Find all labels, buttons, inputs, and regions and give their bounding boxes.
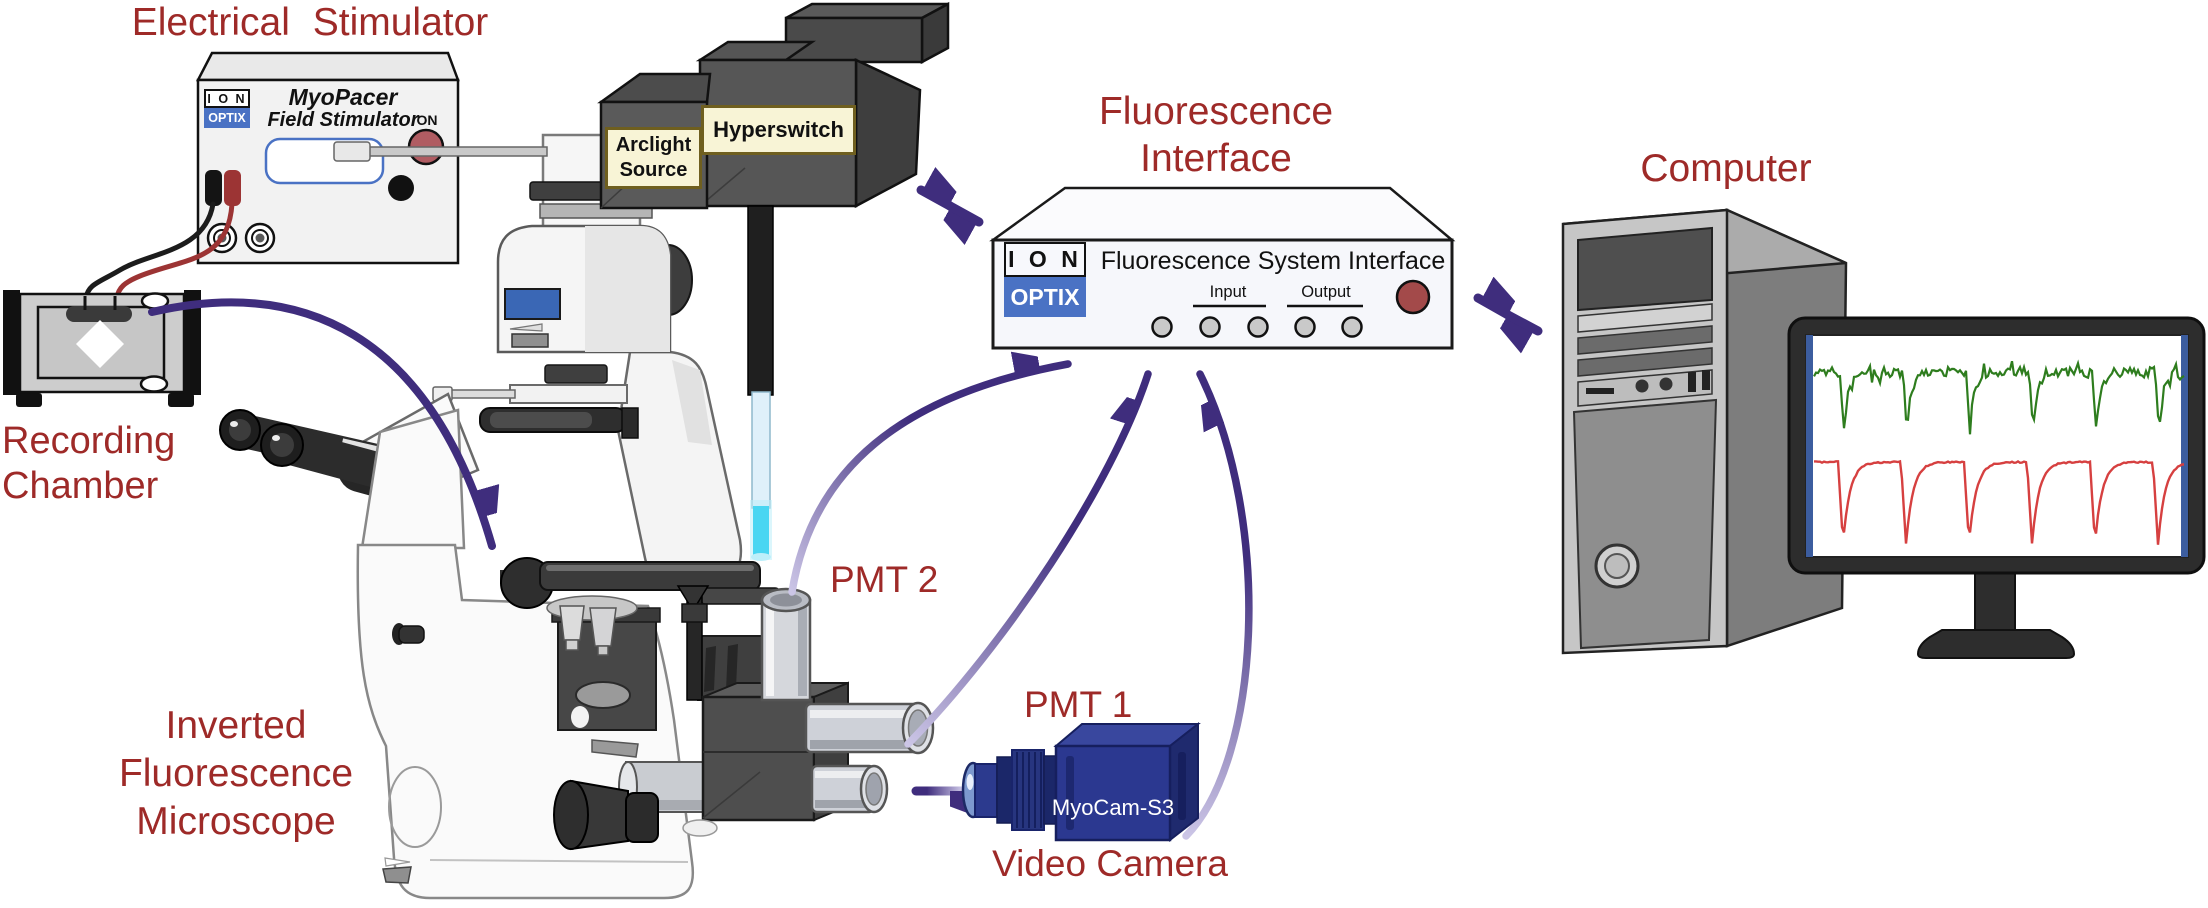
eyepiece-cups	[219, 409, 304, 467]
label-pmt2: PMT 2	[830, 559, 939, 600]
arrow-hyperswitch-interface	[916, 190, 984, 222]
stimulator-ion-logo: I O N	[204, 89, 250, 108]
pmt-turret-box	[701, 695, 816, 822]
fluorescence-trace	[1813, 359, 2185, 435]
arclight-source-tag: Arclight Source	[605, 127, 702, 189]
stimulator-subtitle: Field Stimulator	[267, 109, 419, 131]
title-computer: Computer	[1640, 147, 1812, 190]
stimulator-on-label: ON	[416, 112, 438, 128]
pmt1-port-tube	[804, 701, 935, 755]
camera-focus-ring[interactable]	[1011, 749, 1045, 831]
label-inverted-microscope: Inverted Fluorescence Microscope	[118, 704, 354, 843]
monitor-traces	[1813, 359, 2185, 545]
interface-optix-logo: OPTIX	[1004, 277, 1086, 317]
camera-model-label: MyoCam-S3	[1051, 795, 1175, 820]
stimulator-model: MyoPacer	[288, 84, 398, 110]
signal-arrows	[148, 190, 1543, 840]
interface-panel-title: Fluorescence System Interface	[1100, 247, 1446, 275]
stimulator-black-button[interactable]	[388, 175, 414, 201]
arrow-chamber-to-microscope	[148, 298, 492, 550]
camera-port-tube	[810, 764, 889, 814]
objectives	[559, 605, 617, 656]
focus-knob[interactable]	[553, 779, 659, 851]
stimulus-wires	[83, 201, 235, 301]
chamber-electrode-bar	[66, 306, 132, 322]
interface-power-button[interactable]	[1395, 279, 1431, 315]
microscope-screen	[504, 288, 561, 320]
chamber-coverslip	[76, 320, 124, 368]
stimulator-optix-logo: OPTIX	[204, 108, 250, 128]
label-pmt1: PMT 1	[1024, 684, 1133, 725]
arrow-interface-computer	[1473, 298, 1543, 331]
label-video-camera: Video Camera	[992, 843, 1228, 884]
microscope-slider[interactable]	[511, 333, 549, 348]
camera-body	[1054, 744, 1172, 842]
interface-input-label: Input	[1209, 283, 1247, 301]
interface-ports[interactable]	[1151, 316, 1363, 338]
banana-plug-black	[205, 170, 222, 206]
interface-ion-logo: I O N	[1004, 242, 1086, 277]
video-camera-device	[961, 721, 1201, 843]
banana-plug-red	[224, 170, 241, 206]
contraction-trace	[1814, 459, 2184, 545]
title-electrical-stimulator: Electrical Stimulator	[131, 1, 489, 44]
title-fluorescence-interface: Fluorescence Interface	[1098, 90, 1334, 180]
label-recording-chamber: Recording Chamber	[2, 420, 176, 507]
hyperswitch-tag: Hyperswitch	[701, 105, 856, 155]
arrow-pmt2-to-interface	[788, 364, 1072, 596]
arrow-camera-to-interface	[1182, 370, 1253, 840]
excitation-beam	[753, 506, 769, 557]
computer-monitor	[1787, 316, 2206, 659]
light-guide	[747, 205, 774, 561]
arrow-pmt1-to-interface	[904, 370, 1152, 748]
interface-output-label: Output	[1301, 283, 1351, 301]
pmt2-cylinder	[760, 587, 812, 702]
